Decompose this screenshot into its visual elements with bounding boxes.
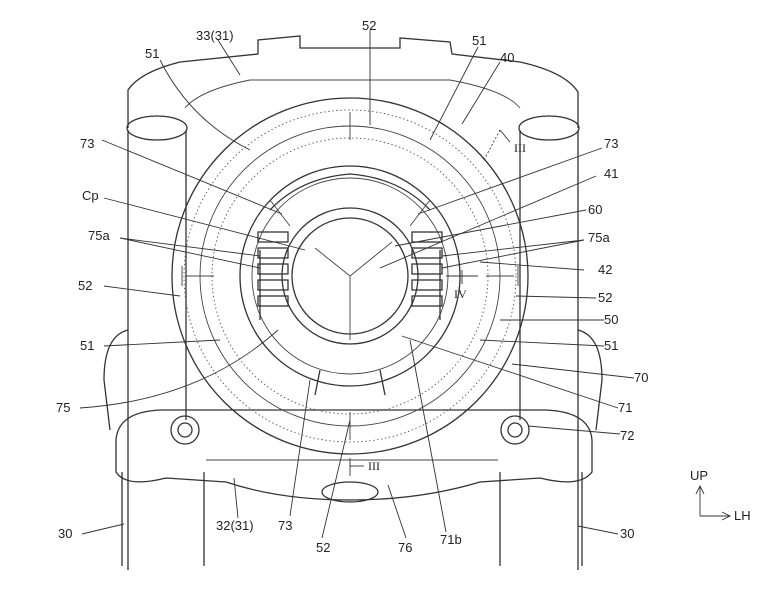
- label-70: 70: [634, 370, 648, 385]
- section-line-IV: [446, 270, 478, 284]
- label-75: 75: [56, 400, 70, 415]
- label-73-top-left: 73: [80, 136, 94, 151]
- section-mark-III-top: III: [514, 141, 526, 155]
- label-60: 60: [588, 202, 602, 217]
- section-mark-III-bottom: III: [368, 459, 380, 473]
- left-fork-tube: [121, 115, 205, 570]
- label-51-left: 51: [80, 338, 94, 353]
- label-51-top-right: 51: [472, 33, 486, 48]
- label-33: 33(31): [196, 28, 234, 43]
- upper-bracket: [127, 35, 579, 128]
- label-51-right: 51: [604, 338, 618, 353]
- section-mark-IV: IV: [454, 287, 467, 301]
- axis-up-label: UP: [690, 468, 708, 483]
- orientation-indicator: UP LH: [690, 468, 751, 523]
- section-line-III: [349, 129, 511, 476]
- label-30-left: 30: [58, 526, 72, 541]
- label-42: 42: [598, 262, 612, 277]
- axis-lh-label: LH: [734, 508, 751, 523]
- label-76: 76: [398, 540, 412, 555]
- label-50: 50: [604, 312, 618, 327]
- label-Cp: Cp: [82, 188, 99, 203]
- label-52-top: 52: [362, 18, 376, 33]
- left-cooling-fins: [257, 231, 289, 307]
- label-41: 41: [604, 166, 618, 181]
- label-51-top-left: 51: [145, 46, 159, 61]
- label-73-top-right: 73: [604, 136, 618, 151]
- label-40: 40: [500, 50, 514, 65]
- label-30-right: 30: [620, 526, 634, 541]
- label-72: 72: [620, 428, 634, 443]
- label-52-right: 52: [598, 290, 612, 305]
- leader-lines: [79, 30, 635, 539]
- center-lens: [281, 207, 419, 345]
- label-32: 32(31): [216, 518, 254, 533]
- right-bolt: [500, 415, 530, 445]
- label-73-bottom: 73: [278, 518, 292, 533]
- label-52-bottom: 52: [316, 540, 330, 555]
- label-75a-left: 75a: [88, 228, 110, 243]
- lower-bracket: [115, 409, 593, 501]
- label-71: 71: [618, 400, 632, 415]
- headlight-housing: [171, 97, 529, 455]
- label-75a-right: 75a: [588, 230, 610, 245]
- left-bolt: [170, 415, 200, 445]
- label-52-left: 52: [78, 278, 92, 293]
- right-fork-tube: [499, 115, 583, 570]
- label-71b: 71b: [440, 532, 462, 547]
